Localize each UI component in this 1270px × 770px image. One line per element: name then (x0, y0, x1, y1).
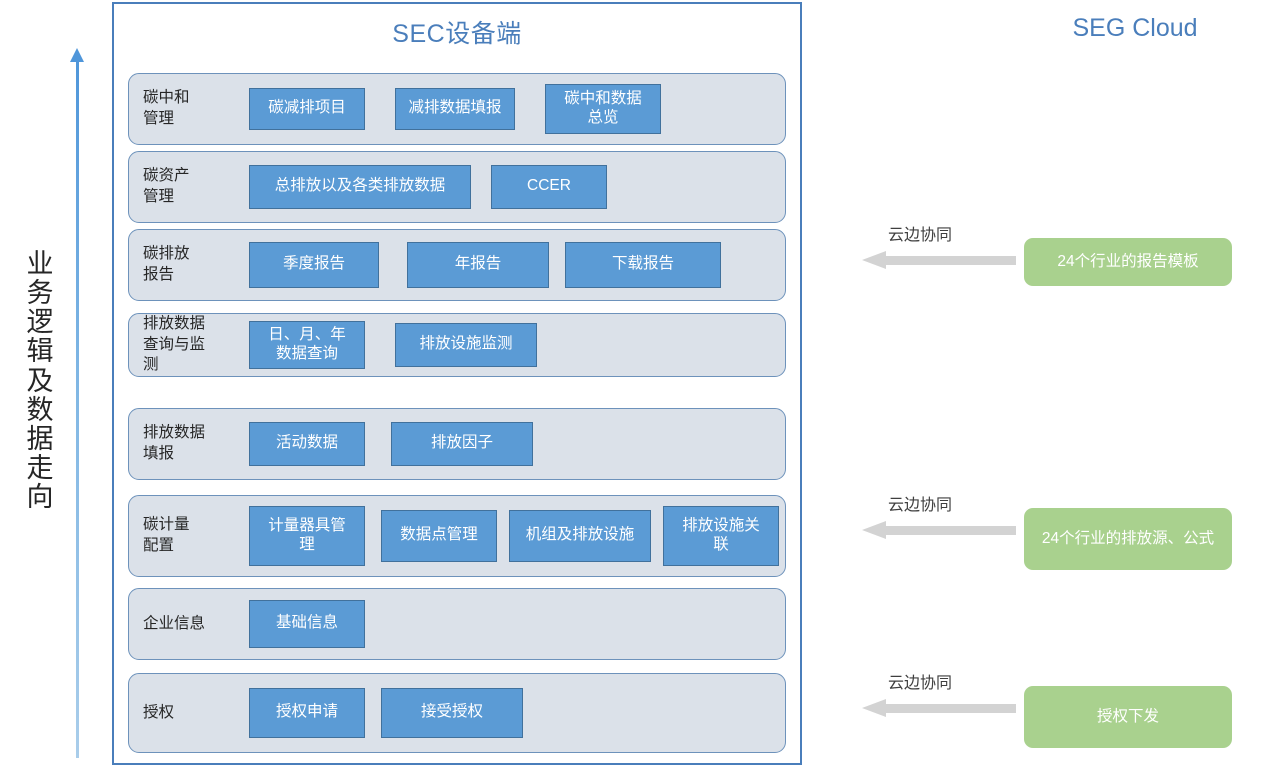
sec-tile[interactable]: 碳减排项目 (249, 87, 365, 130)
sec-row-tiles: 授权申请接受授权 (221, 674, 785, 752)
sec-tile[interactable]: 下载报告 (565, 241, 721, 288)
sec-tile[interactable]: 排放设施监测 (395, 322, 537, 367)
axis-label-char: 逻 (26, 307, 54, 338)
axis-label-char: 数 (26, 394, 54, 425)
sec-row-tiles: 日、月、年数据查询排放设施监测 (221, 314, 785, 376)
sec-row-tiles: 计量器具管理数据点管理机组及排放设施排放设施关联 (221, 496, 785, 576)
sec-row-label: 授权 (143, 703, 175, 721)
sec-row-tiles: 碳减排项目减排数据填报碳中和数据总览 (221, 74, 785, 144)
cloud-edge-sync-group: 云边协同 (862, 498, 1032, 539)
arrow-shaft (884, 526, 1016, 535)
left-arrow-icon (862, 251, 1032, 269)
seg-cloud-title: SEG Cloud (1072, 14, 1198, 42)
sec-tile[interactable]: 年报告 (407, 241, 549, 288)
cloud-edge-sync-label: 云边协同 (888, 227, 953, 244)
left-arrow-icon (862, 521, 1032, 539)
axis-label-char: 及 (26, 365, 54, 396)
arrow-shaft (884, 704, 1016, 713)
sec-tile[interactable]: 授权申请 (249, 687, 365, 738)
axis-label-char: 向 (26, 482, 54, 513)
sec-tile[interactable]: 排放设施关联 (663, 505, 779, 566)
sec-tile[interactable]: 日、月、年数据查询 (249, 320, 365, 369)
sec-tile[interactable]: 机组及排放设施 (509, 509, 651, 562)
sec-row-tiles: 基础信息 (221, 589, 785, 659)
sec-tile[interactable]: 排放因子 (391, 421, 533, 466)
sec-tile[interactable]: 总排放以及各类排放数据 (249, 164, 471, 209)
axis-label-char: 据 (26, 423, 54, 454)
cloud-edge-sync-label: 云边协同 (888, 497, 953, 514)
cloud-edge-sync-group: 云边协同 (862, 228, 1032, 269)
sec-panel-title: SEC设备端 (392, 20, 522, 48)
sec-tile[interactable]: CCER (491, 164, 607, 209)
sec-row: 碳计量配置计量器具管理数据点管理机组及排放设施排放设施关联 (128, 495, 786, 577)
sec-row: 排放数据查询与监测日、月、年数据查询排放设施监测 (128, 313, 786, 377)
cloud-capability-box[interactable]: 24个行业的报告模板 (1024, 238, 1232, 286)
sec-row: 排放数据填报活动数据排放因子 (128, 408, 786, 480)
sec-row-tiles: 总排放以及各类排放数据 CCER (221, 152, 785, 222)
sec-tile[interactable]: 数据点管理 (381, 509, 497, 562)
sec-row: 授权 授权申请接受授权 (128, 673, 786, 753)
sec-row-label: 碳资产管理 (143, 167, 190, 205)
axis-label-char: 走 (26, 453, 54, 484)
left-arrow-icon (862, 699, 1032, 717)
cloud-edge-sync-group: 云边协同 (862, 676, 1032, 717)
cloud-edge-sync-label: 云边协同 (888, 675, 953, 692)
sec-tile[interactable]: 碳中和数据总览 (545, 83, 661, 134)
sec-row-label: 排放数据填报 (143, 424, 206, 462)
axis-label-char: 业 (26, 249, 54, 279)
axis-label-char: 务 (26, 278, 54, 309)
sec-row-label: 企业信息 (143, 614, 206, 632)
sec-row-label: 碳排放报告 (143, 245, 190, 283)
axis-label: 业务逻辑及数据走向 (16, 249, 64, 513)
arrow-shaft (884, 256, 1016, 265)
axis-arrow-line (76, 58, 79, 758)
arrow-head (862, 521, 886, 539)
sec-tile[interactable]: 基础信息 (249, 599, 365, 648)
arrow-head (862, 699, 886, 717)
cloud-capability-box[interactable]: 24个行业的排放源、公式 (1024, 508, 1232, 570)
sec-row-label: 排放数据查询与监测 (143, 314, 206, 374)
axis-arrow-head-icon (70, 48, 84, 62)
sec-row: 企业信息 基础信息 (128, 588, 786, 660)
sec-row: 碳资产管理 总排放以及各类排放数据 CCER (128, 151, 786, 223)
sec-tile[interactable]: 减排数据填报 (395, 87, 515, 130)
axis-label-char: 辑 (26, 336, 54, 367)
sec-row: 碳中和管理碳减排项目减排数据填报碳中和数据总览 (128, 73, 786, 145)
sec-tile[interactable]: 活动数据 (249, 421, 365, 466)
cloud-capability-box[interactable]: 授权下发 (1024, 686, 1232, 748)
arrow-head (862, 251, 886, 269)
sec-row-tiles: 季度报告年报告下载报告 (221, 230, 785, 300)
sec-tile[interactable]: 计量器具管理 (249, 505, 365, 566)
business-flow-axis: 业务逻辑及数据走向 (0, 40, 110, 770)
sec-tile[interactable]: 季度报告 (249, 241, 379, 288)
sec-tile[interactable]: 接受授权 (381, 687, 523, 738)
sec-row-label: 碳计量配置 (143, 516, 190, 554)
sec-row-label: 碳中和管理 (143, 89, 190, 127)
sec-row-tiles: 活动数据排放因子 (221, 409, 785, 479)
sec-row: 碳排放报告季度报告年报告下载报告 (128, 229, 786, 301)
